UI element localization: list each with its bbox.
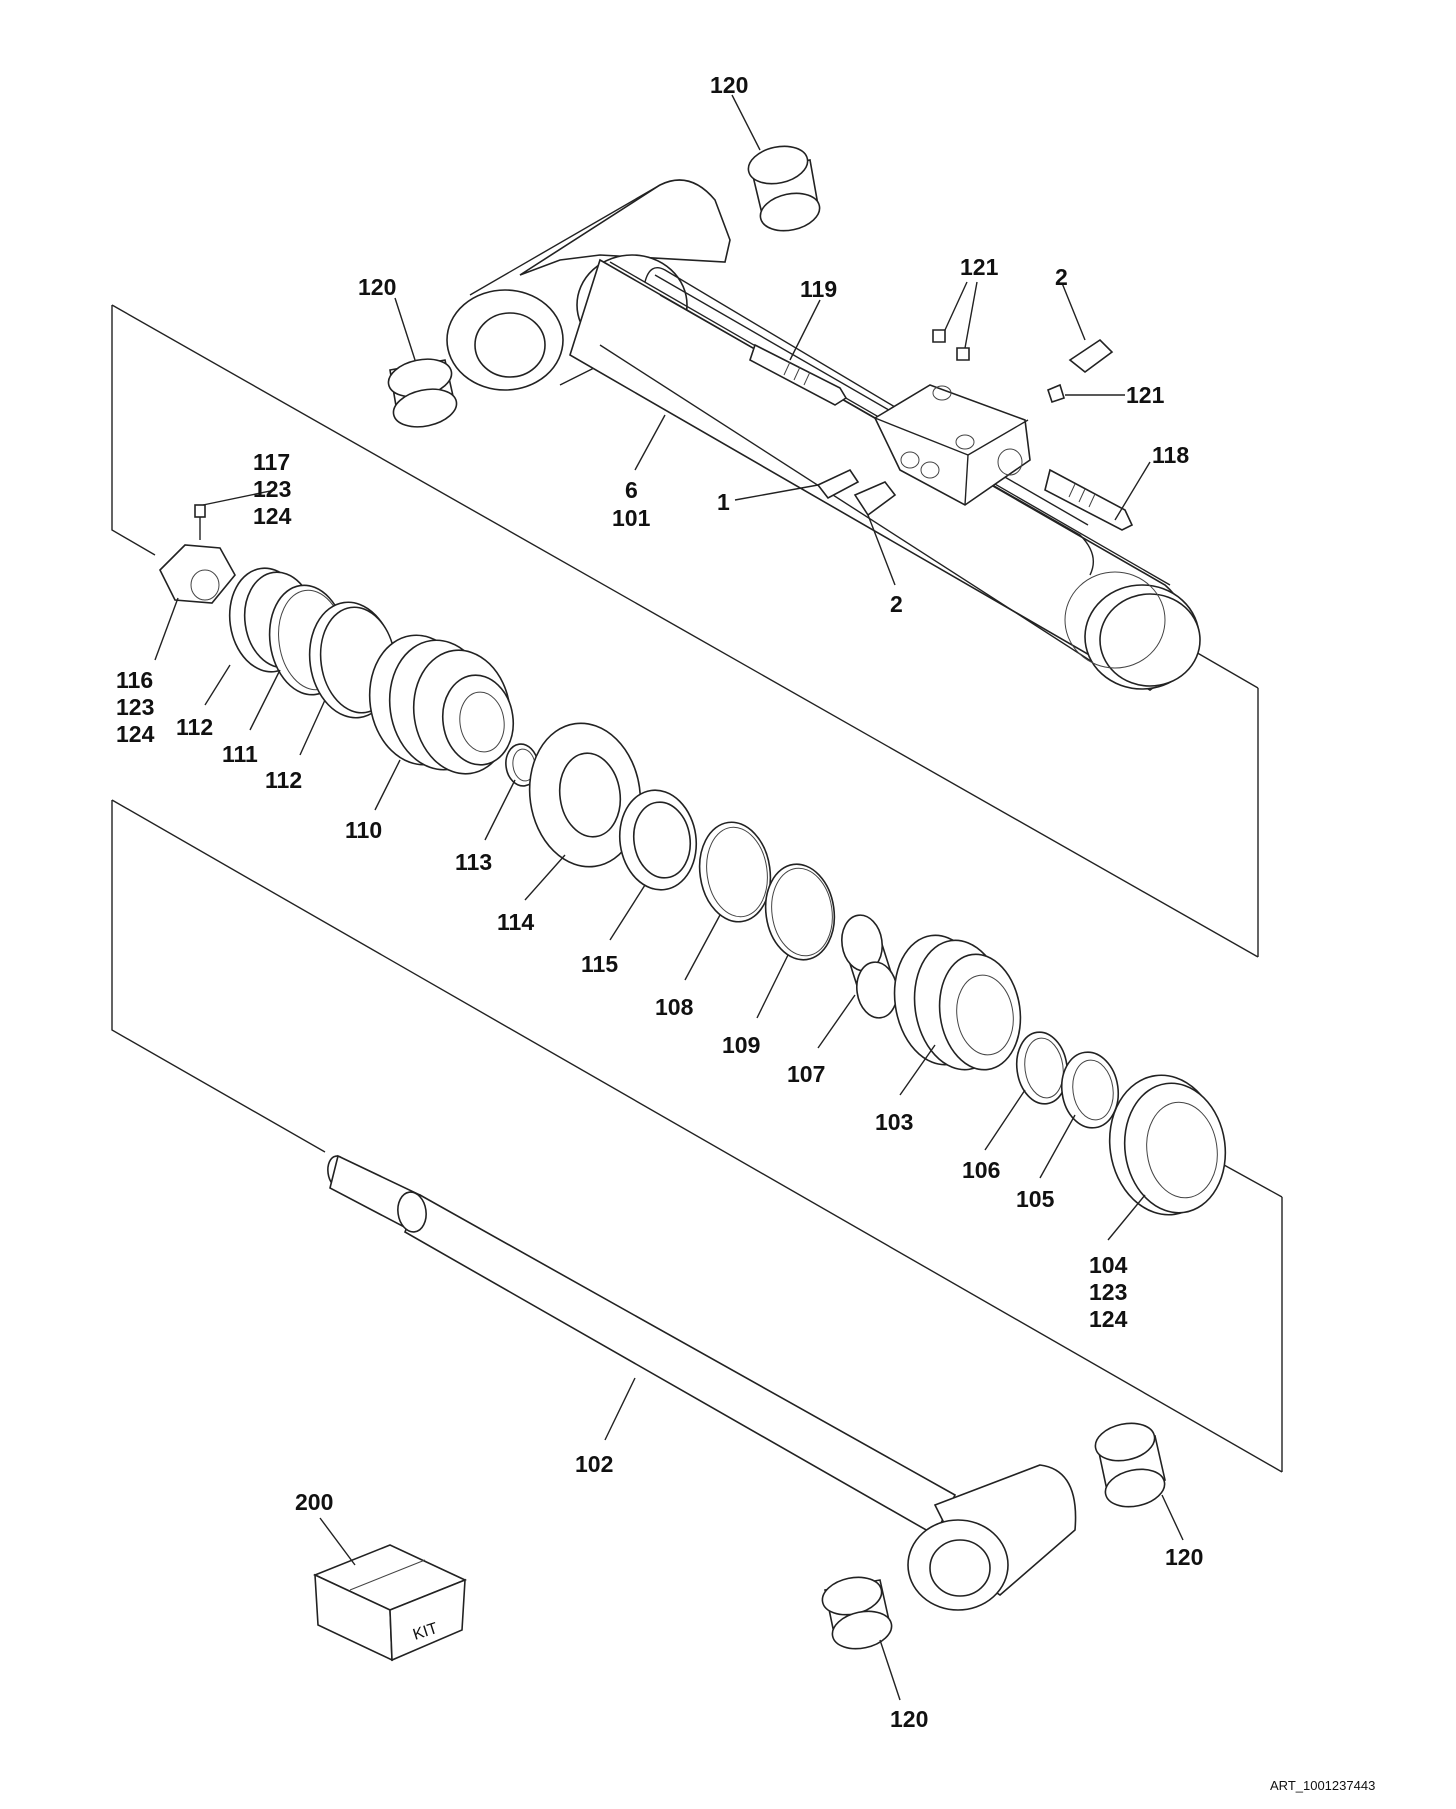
label-123-b: 123 bbox=[116, 694, 154, 720]
label-200: 200 bbox=[295, 1489, 333, 1515]
washer-114 bbox=[528, 722, 642, 868]
ring-115 bbox=[618, 789, 698, 891]
ring-109 bbox=[764, 863, 836, 961]
label-104: 104 bbox=[1089, 1252, 1128, 1278]
bushing-bottom-right bbox=[1094, 1422, 1166, 1508]
kit-box-200: KIT bbox=[312, 1544, 468, 1662]
label-101: 101 bbox=[612, 505, 651, 531]
bushing-top bbox=[747, 145, 821, 232]
label-103: 103 bbox=[875, 1109, 913, 1135]
label-124-b: 124 bbox=[116, 721, 155, 747]
rod-102 bbox=[327, 1154, 1077, 1611]
ring-108 bbox=[698, 821, 772, 923]
label-108: 108 bbox=[655, 994, 694, 1020]
label-113: 113 bbox=[455, 849, 492, 875]
label-112-b: 112 bbox=[265, 767, 302, 793]
nut-104 bbox=[1108, 1074, 1227, 1216]
label-111: 111 bbox=[222, 741, 258, 767]
label-120-left: 120 bbox=[358, 274, 396, 300]
label-118: 118 bbox=[1152, 442, 1189, 468]
label-120-top: 120 bbox=[710, 72, 748, 98]
leader-lines bbox=[154, 94, 1184, 1701]
label-110: 110 bbox=[345, 817, 382, 843]
label-120-bottom-right: 120 bbox=[1165, 1544, 1203, 1570]
bushing-107 bbox=[841, 914, 898, 1019]
label-105: 105 bbox=[1016, 1186, 1055, 1212]
guide-lines bbox=[111, 304, 1283, 1473]
label-120-bottom: 120 bbox=[890, 1706, 928, 1732]
label-106: 106 bbox=[962, 1157, 1000, 1183]
label-6: 6 bbox=[625, 477, 638, 503]
label-112-a: 112 bbox=[176, 714, 213, 740]
ring-105 bbox=[1060, 1051, 1120, 1129]
valve-fittings bbox=[749, 329, 1134, 531]
label-2-bottom: 2 bbox=[890, 591, 903, 617]
art-number: ART_1001237443 bbox=[1270, 1778, 1375, 1793]
callout-labels: 120 120 119 121 2 121 118 6 101 1 2 117 … bbox=[116, 72, 1203, 1732]
label-2-top: 2 bbox=[1055, 264, 1068, 290]
label-109: 109 bbox=[722, 1032, 760, 1058]
piston-110 bbox=[368, 634, 515, 775]
label-119: 119 bbox=[800, 276, 837, 302]
gland-103 bbox=[893, 934, 1022, 1071]
label-114: 114 bbox=[497, 909, 534, 935]
label-121-right: 121 bbox=[1126, 382, 1165, 408]
label-123-c: 123 bbox=[1089, 1279, 1127, 1305]
bushing-left bbox=[387, 358, 458, 428]
label-117: 117 bbox=[253, 449, 290, 475]
label-115: 115 bbox=[581, 951, 618, 977]
label-1: 1 bbox=[717, 489, 730, 515]
nut-116 bbox=[159, 504, 236, 604]
bushing-bottom bbox=[821, 1576, 893, 1650]
label-121-top: 121 bbox=[960, 254, 999, 280]
label-124-c: 124 bbox=[1089, 1306, 1128, 1332]
label-102: 102 bbox=[575, 1451, 613, 1477]
label-107: 107 bbox=[787, 1061, 825, 1087]
label-124-a: 124 bbox=[253, 503, 292, 529]
cylinder-barrel bbox=[446, 179, 1201, 691]
label-123-a: 123 bbox=[253, 476, 291, 502]
kit-text: KIT bbox=[411, 1620, 440, 1644]
label-116: 116 bbox=[116, 667, 153, 693]
